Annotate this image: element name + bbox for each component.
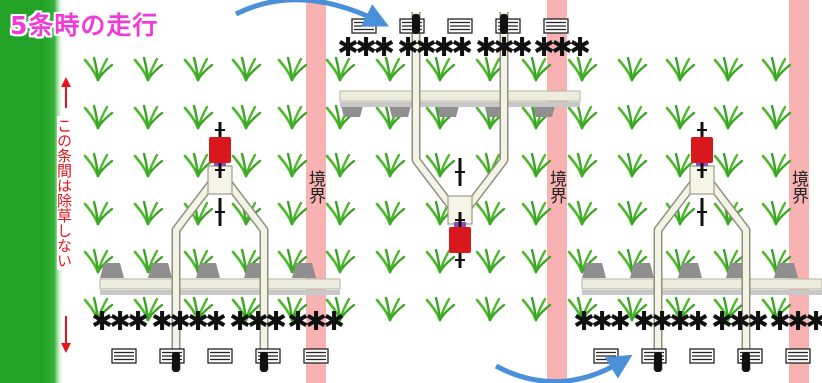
weeder-star-icon: ✱ <box>569 33 591 63</box>
weeder-machines: ✱✱✱✱✱✱✱✱✱✱✱✱✱✱✱✱✱✱✱✱✱✱✱✱✱✱✱✱✱✱✱✱✱✱✱✱✱✱✱ <box>91 12 822 372</box>
page-title: 5条時の走行 <box>10 6 158 42</box>
rice-seedling-icon <box>763 106 790 128</box>
weeder-blade <box>630 263 654 278</box>
tractor-tire-track-icon <box>112 349 136 363</box>
rice-seedling-icon <box>427 298 454 320</box>
weeder-blade <box>148 263 172 278</box>
toolbar-beam <box>582 279 822 289</box>
rice-seedling-icon <box>619 58 646 80</box>
rice-seedling-icon <box>233 154 260 176</box>
rice-seedling-icon <box>185 106 212 128</box>
weeder-star-icon: ✱ <box>687 307 709 337</box>
rice-seedling-icon <box>135 58 162 80</box>
weeder-star-icon: ✱ <box>609 307 631 337</box>
weeder-star-icon: ✱ <box>747 307 769 337</box>
rice-seedling-icon <box>523 202 550 224</box>
boundary-label-3: 境界 <box>789 170 809 204</box>
rice-seedling-icon <box>569 154 596 176</box>
rice-seedling-icon <box>135 106 162 128</box>
rice-seedling-icon <box>715 58 742 80</box>
rice-seedling-icon <box>135 202 162 224</box>
rice-seedling-icon <box>477 298 504 320</box>
weeder-blade <box>292 263 316 278</box>
weeder-blade <box>100 263 124 278</box>
toolbar-beam <box>100 279 340 289</box>
tractor-tire-track-icon <box>544 19 568 33</box>
rice-seedling-icon <box>377 154 404 176</box>
tractor-tire-track-icon <box>208 349 232 363</box>
rice-seedling-icon <box>185 58 212 80</box>
rice-seedling-icon <box>715 154 742 176</box>
rice-seedling-icon <box>477 250 504 272</box>
rice-seedling-icon <box>377 250 404 272</box>
drive-hub <box>209 137 231 163</box>
rice-seedling-icon <box>477 202 504 224</box>
boundary-label-1: 境界 <box>306 170 326 204</box>
rice-seedling-icon <box>715 106 742 128</box>
rice-seedling-icon <box>85 58 112 80</box>
rice-seedling-icon <box>135 154 162 176</box>
rice-seedling-icon <box>279 58 306 80</box>
rice-seedling-icon <box>763 154 790 176</box>
rice-seedling-icon <box>85 106 112 128</box>
rice-seedling-icon <box>233 58 260 80</box>
rice-seedling-icon <box>619 202 646 224</box>
weeder-star-icon: ✱ <box>127 307 149 337</box>
rice-seedling-icon <box>327 202 354 224</box>
rice-seedling-icon <box>523 298 550 320</box>
weeder-star-icon: ✱ <box>451 33 473 63</box>
rice-seedling-icon <box>763 202 790 224</box>
no-weeding-note: この条間は除草しない <box>57 116 73 270</box>
rice-seedling-icon <box>667 106 694 128</box>
rice-seedling-icon <box>619 106 646 128</box>
drive-hub <box>449 227 471 253</box>
rice-seedling-icon <box>569 202 596 224</box>
rice-seedling-icon <box>327 154 354 176</box>
tractor-tire-track-icon <box>594 349 618 363</box>
rice-seedling-icon <box>233 106 260 128</box>
tractor-tire-track-icon <box>690 349 714 363</box>
rice-seedling-icon <box>279 202 306 224</box>
rice-seedling-icon <box>763 58 790 80</box>
rice-seedling-icon <box>377 298 404 320</box>
weeder-star-icon: ✱ <box>805 307 822 337</box>
tractor-tire-track-icon <box>304 349 328 363</box>
weeder-blade <box>196 263 220 278</box>
weeder-star-icon: ✱ <box>265 307 287 337</box>
weeder-star-icon: ✱ <box>323 307 345 337</box>
rice-seedling-icon <box>85 154 112 176</box>
tractor-tire-track-icon <box>448 19 472 33</box>
rice-seedling-icon <box>569 106 596 128</box>
rice-seedling-icon <box>427 250 454 272</box>
rice-seedling-icon <box>523 250 550 272</box>
rice-seedling-icon <box>377 202 404 224</box>
rice-seedling-icon <box>279 154 306 176</box>
weeder-star-icon: ✱ <box>511 33 533 63</box>
weeder-star-icon: ✱ <box>205 307 227 337</box>
rice-seedling-icon <box>327 250 354 272</box>
toolbar-beam <box>340 91 580 101</box>
rice-seedling-icon <box>85 202 112 224</box>
rice-seedling-icon <box>279 106 306 128</box>
weeder-blade <box>678 263 702 278</box>
rice-seedling-icon <box>667 58 694 80</box>
weeder-unit: ✱✱✱✱✱✱✱✱✱✱✱✱✱ <box>573 122 822 372</box>
drive-hub <box>691 137 713 163</box>
weeder-blade <box>582 263 606 278</box>
weeder-blade <box>774 263 798 278</box>
boundary-label-2: 境界 <box>547 170 567 204</box>
rice-seedling-icon <box>619 154 646 176</box>
weeder-star-icon: ✱ <box>373 33 395 63</box>
tractor-tire-track-icon <box>786 349 810 363</box>
